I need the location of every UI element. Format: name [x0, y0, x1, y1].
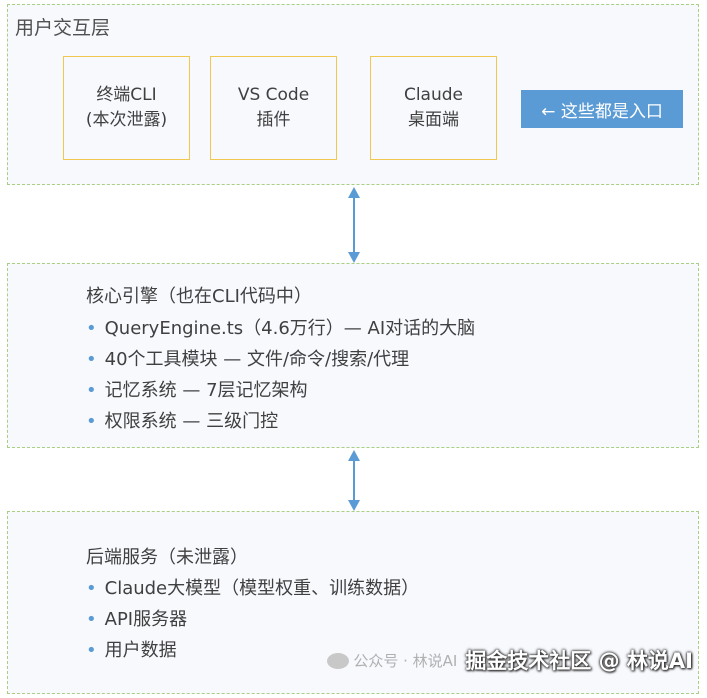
list-item: •QueryEngine.ts（4.6万行）— AI对话的大脑: [86, 318, 476, 339]
list-item: •Claude大模型（模型权重、训练数据）: [86, 578, 420, 599]
backend-feature-list: •Claude大模型（模型权重、训练数据） •API服务器 •用户数据: [86, 573, 419, 666]
section-heading: 核心引擎（也在CLI代码中）: [86, 286, 312, 307]
entry-callout: ← 这些都是入口: [521, 90, 683, 128]
watermark: 公众号 · 林说AI 掘金技术社区 @ 林说AI: [327, 640, 693, 680]
core-engine-layer: 核心引擎（也在CLI代码中） •QueryEngine.ts（4.6万行）— A…: [7, 263, 699, 448]
double-arrow-connector: [348, 187, 360, 263]
wechat-icon: [327, 653, 350, 669]
wechat-watermark: 公众号 · 林说AI: [327, 650, 457, 671]
box-label-line1: Claude: [403, 85, 464, 105]
box-label-line2: 桌面端: [408, 110, 459, 130]
list-item: •API服务器: [86, 609, 188, 630]
box-label-line1: VS Code: [237, 85, 310, 105]
section-heading: 后端服务（未泄露）: [86, 547, 248, 568]
terminal-cli-box: 终端CLI (本次泄露): [63, 56, 190, 160]
user-interaction-layer: 用户交互层 终端CLI (本次泄露) VS Code 插件 Claude 桌面端…: [7, 4, 699, 185]
list-item: •记忆系统 — 7层记忆架构: [86, 380, 308, 401]
box-label-line2: (本次泄露): [85, 110, 168, 130]
list-item: •权限系统 — 三级门控: [86, 411, 279, 432]
vscode-plugin-box: VS Code 插件: [210, 56, 337, 160]
box-label-line1: 终端CLI: [96, 85, 157, 105]
bullet-icon: •: [86, 640, 97, 661]
site-watermark: 掘金技术社区 @ 林说AI: [465, 649, 693, 673]
list-item: •40个工具模块 — 文件/命令/搜索/代理: [86, 349, 410, 370]
bullet-icon: •: [86, 318, 97, 339]
backend-service-layer: 后端服务（未泄露） •Claude大模型（模型权重、训练数据） •API服务器 …: [7, 511, 699, 694]
bullet-icon: •: [86, 578, 97, 599]
core-feature-list: •QueryEngine.ts（4.6万行）— AI对话的大脑 •40个工具模块…: [86, 313, 475, 437]
list-item: •用户数据: [86, 640, 177, 661]
bullet-icon: •: [86, 609, 97, 630]
claude-desktop-box: Claude 桌面端: [370, 56, 497, 160]
bullet-icon: •: [86, 349, 97, 370]
double-arrow-connector: [348, 450, 360, 511]
layer-title: 用户交互层: [15, 17, 111, 39]
box-label-line2: 插件: [256, 110, 291, 130]
bullet-icon: •: [86, 411, 97, 432]
bullet-icon: •: [86, 380, 97, 401]
